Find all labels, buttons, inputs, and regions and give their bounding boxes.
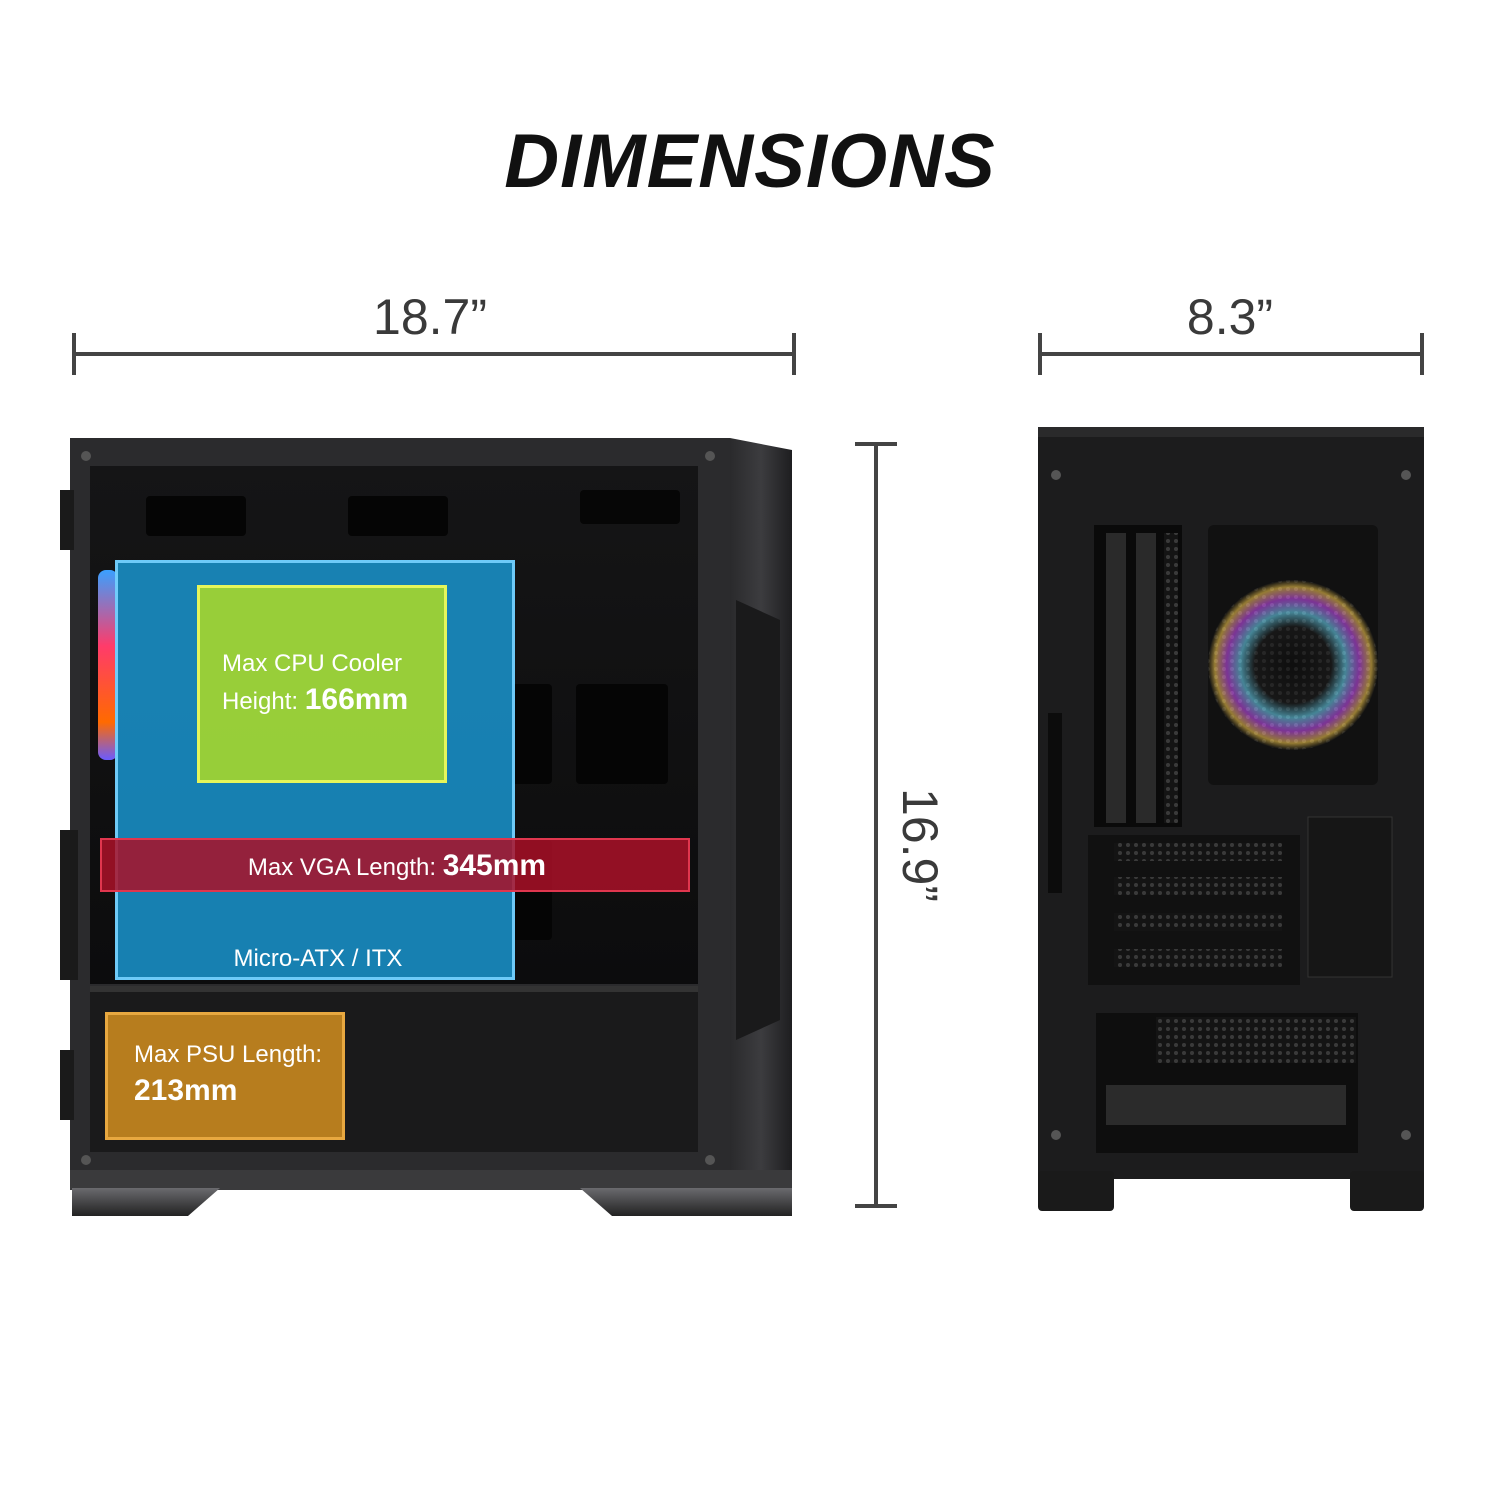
psu-label: Max PSU Length: xyxy=(134,1041,323,1068)
cpu-cooler-value: 166mm xyxy=(304,683,409,716)
case-foot-right xyxy=(580,1188,792,1216)
case-foot-left xyxy=(72,1188,220,1216)
rear-foot-left xyxy=(1038,1171,1114,1211)
depth-label: 8.3” xyxy=(1186,289,1274,345)
rear-foot-right xyxy=(1350,1171,1424,1211)
vga-value: 345mm xyxy=(442,849,547,882)
page-title: DIMENSIONS xyxy=(504,119,996,204)
expansion-slot xyxy=(1114,949,1282,967)
cpu-cooler-zone: Max CPU Cooler Height: 166mm xyxy=(197,585,447,783)
depth-dimension-line xyxy=(1040,352,1424,356)
expansion-slot xyxy=(1114,913,1282,931)
front-rgb-fan xyxy=(98,570,118,760)
expansion-slot xyxy=(1114,877,1282,895)
depth-line-cap-left xyxy=(1038,333,1042,375)
cpu-cooler-prefix: Height: xyxy=(222,688,299,715)
psu-zone: Max PSU Length: 213mm xyxy=(105,1012,345,1140)
expansion-slot xyxy=(1114,843,1282,861)
psu-value: 213mm xyxy=(134,1074,238,1107)
vga-zone: Max VGA Length: 345mm xyxy=(100,838,690,892)
motherboard-label: Micro-ATX / ITX xyxy=(233,945,403,972)
width-line-cap-right xyxy=(792,333,796,375)
width-line-cap-left xyxy=(72,333,76,375)
height-dimension-line xyxy=(874,444,878,1208)
cpu-cooler-label: Max CPU Cooler xyxy=(222,650,403,677)
vga-label: Max VGA Length: xyxy=(247,854,437,881)
depth-line-cap-right xyxy=(1420,333,1424,375)
height-label: 16.9” xyxy=(892,788,948,902)
width-dimension-line xyxy=(72,352,796,356)
case-rear-view xyxy=(1038,427,1424,1211)
width-label: 18.7” xyxy=(373,289,487,345)
height-line-cap-top xyxy=(855,442,897,446)
height-line-cap-bottom xyxy=(855,1204,897,1208)
